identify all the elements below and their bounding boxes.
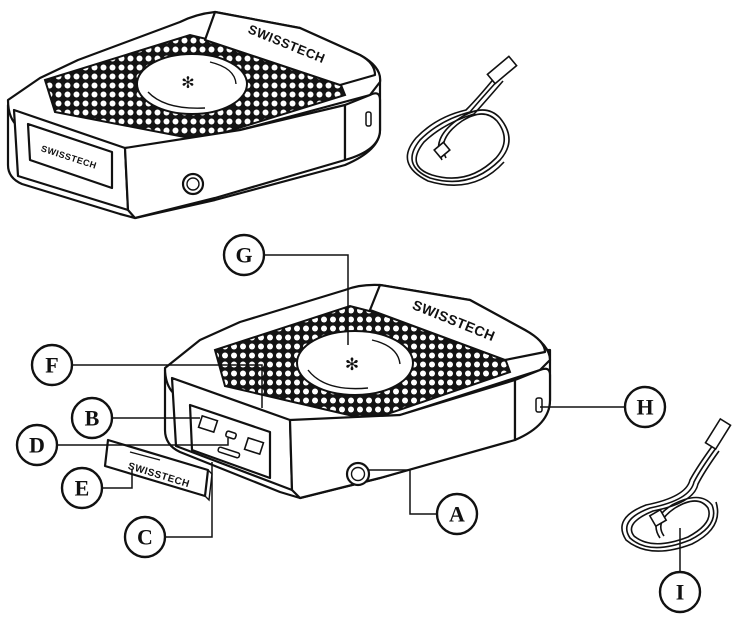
callout-i: I	[658, 570, 702, 614]
top-device-charging-pad	[136, 53, 248, 115]
svg-text:G: G	[235, 243, 252, 268]
callout-g: G	[222, 233, 266, 277]
top-device-power-button	[181, 172, 205, 196]
main-device-logo-icon: ✻	[345, 355, 359, 375]
top-device-logo-icon: ✻	[181, 73, 194, 92]
main-device-brand-plate	[368, 283, 547, 362]
svg-text:D: D	[29, 433, 45, 458]
bottom-cable-micro-plug	[648, 508, 668, 528]
svg-text:H: H	[636, 395, 653, 420]
callout-f: F	[30, 343, 74, 387]
svg-text:C: C	[137, 525, 153, 550]
top-cable	[406, 55, 518, 186]
leader-lines	[42, 254, 681, 588]
callout-d: D	[15, 423, 59, 467]
top-device-brand-plate	[203, 10, 377, 87]
callout-c: C	[123, 515, 167, 559]
main-device: ✻ SWISSTECH	[163, 283, 552, 500]
callout-a: A	[435, 492, 479, 536]
main-device-right-end	[513, 367, 552, 442]
callout-h: H	[623, 385, 667, 429]
top-device-cover	[26, 122, 114, 190]
main-device-side-block	[288, 378, 517, 500]
top-device-right-end	[343, 92, 382, 162]
main-device-usb-port-1	[197, 414, 219, 434]
bottom-cable	[621, 417, 732, 552]
top-device-side-port	[365, 111, 372, 127]
svg-text:I: I	[676, 580, 685, 605]
svg-text:E: E	[75, 476, 90, 501]
top-device: ✻ SWISSTECH SWISSTECH	[6, 10, 382, 220]
callout-b: B	[70, 396, 114, 440]
main-device-side-port	[535, 397, 543, 413]
bottom-cable-usb-plug	[704, 417, 732, 451]
svg-text:A: A	[449, 502, 465, 527]
main-device-power-button	[345, 461, 371, 487]
top-cable-micro-plug	[433, 141, 451, 159]
main-device-usb-c-port	[225, 430, 237, 440]
main-device-charging-pad	[296, 330, 414, 396]
main-device-usb-port-2	[243, 436, 265, 456]
main-device-micro-usb-port	[217, 446, 241, 459]
callout-e: E	[60, 466, 104, 510]
svg-text:B: B	[85, 406, 100, 431]
svg-text:F: F	[45, 353, 58, 378]
top-device-side-block	[123, 103, 347, 220]
top-cable-usb-plug	[486, 55, 518, 85]
